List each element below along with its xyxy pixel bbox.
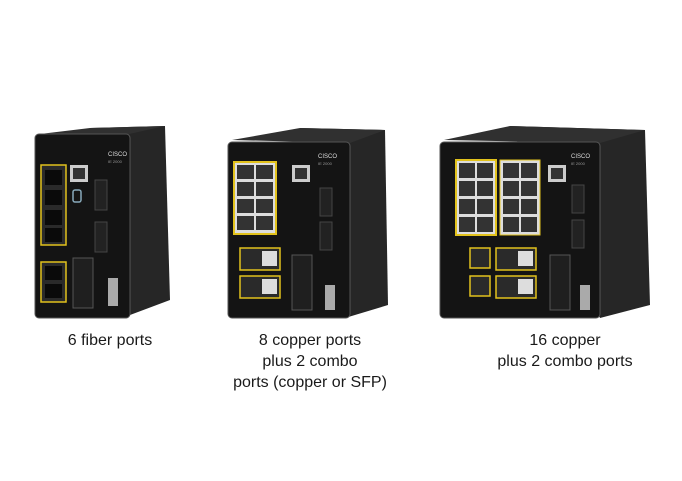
caption-6-fiber: 6 fiber ports: [40, 330, 180, 351]
caption-line: 8 copper ports: [258, 332, 362, 349]
caption-8-copper: 8 copper ports plus 2 combo ports (coppe…: [210, 330, 410, 393]
switch-8-copper: CISCO IE 2000: [227, 128, 388, 319]
caption-line: ports (copper or SFP): [233, 374, 387, 391]
model-label: IE 2000: [571, 161, 586, 166]
model-label: IE 2000: [318, 161, 333, 166]
caption-16-copper: 16 copper plus 2 combo ports: [470, 330, 660, 372]
cisco-logo: CISCO: [108, 152, 127, 158]
caption-line: plus 2 combo ports: [497, 353, 633, 370]
caption-line: 16 copper: [529, 332, 601, 349]
model-label: IE 2000: [108, 159, 123, 164]
cisco-logo: CISCO: [571, 154, 590, 160]
cisco-logo: CISCO: [318, 154, 337, 160]
caption-line: 6 fiber ports: [67, 332, 153, 349]
switch-16-copper: CISCO IE 2000: [439, 126, 650, 319]
switch-6-fiber: CISCO IE 2000: [34, 126, 170, 319]
caption-line: plus 2 combo: [262, 353, 358, 370]
